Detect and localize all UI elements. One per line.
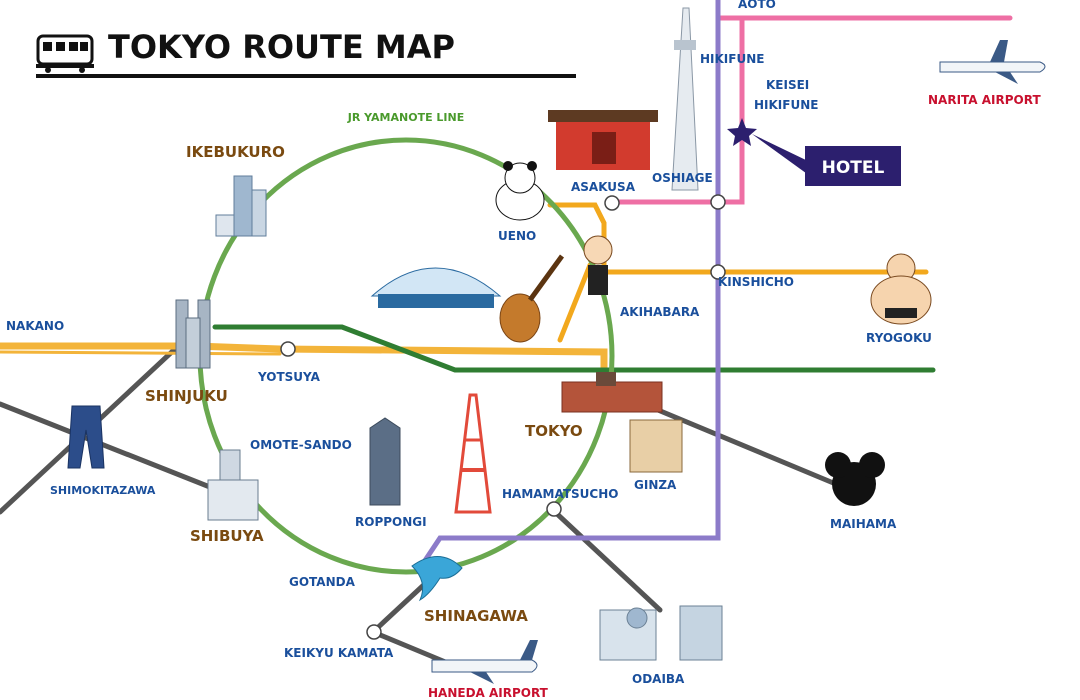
- building-icon: [599, 605, 723, 661]
- temple-gate-icon: [548, 110, 658, 170]
- page-title: TOKYO ROUTE MAP: [108, 28, 455, 66]
- building-icon: [561, 372, 663, 413]
- station-label-maihama[interactable]: MAIHAMA: [830, 517, 897, 531]
- station-label-keikyu-kamata[interactable]: KEIKYU KAMATA: [284, 646, 394, 660]
- stadium-icon: [370, 267, 502, 308]
- station-label-hikifune[interactable]: HIKIFUNE: [700, 52, 764, 66]
- guitar-icon: [499, 254, 565, 343]
- station-label-omote-sando[interactable]: OMOTE-SANDO: [250, 438, 352, 452]
- station-label-oshiage[interactable]: OSHIAGE: [652, 171, 713, 185]
- station-label-nakano[interactable]: NAKANO: [6, 319, 64, 333]
- station-label-ueno[interactable]: UENO: [498, 229, 536, 243]
- asakusa-line: [609, 15, 745, 205]
- hotel-pointer: [752, 134, 810, 176]
- airplane-icon: [431, 640, 538, 684]
- building-icon: [369, 417, 401, 506]
- station-label-keisei-hikifune[interactable]: HIKIFUNE: [754, 98, 818, 112]
- station-label-haneda-airport[interactable]: HANEDA AIRPORT: [428, 686, 549, 700]
- station-label-shinagawa[interactable]: SHINAGAWA: [424, 607, 528, 625]
- hotel-marker[interactable]: HOTEL: [727, 118, 901, 186]
- station-label-asakusa[interactable]: ASAKUSA: [571, 180, 636, 194]
- building-icon: [629, 419, 683, 473]
- jeans-icon: [67, 405, 105, 469]
- station-label-shinjuku[interactable]: SHINJUKU: [145, 387, 228, 405]
- station-label-ginza[interactable]: GINZA: [634, 478, 677, 492]
- station-label-tokyo[interactable]: TOKYO: [525, 422, 583, 440]
- station-label-aoto[interactable]: AOTO: [738, 0, 776, 11]
- sumo-icon: [870, 253, 932, 325]
- station-label-keisei[interactable]: KEISEI: [766, 78, 809, 92]
- station-label-odaiba[interactable]: ODAIBA: [632, 672, 685, 686]
- station-label-ikebukuro[interactable]: IKEBUKURO: [186, 143, 285, 161]
- airplane-icon: [939, 40, 1046, 84]
- hotel-label: HOTEL: [822, 158, 885, 178]
- station-label-roppongi[interactable]: ROPPONGI: [355, 515, 427, 529]
- chuo-line-2: [0, 350, 282, 356]
- star-icon: [727, 118, 757, 146]
- station-label-gotanda[interactable]: GOTANDA: [289, 575, 356, 589]
- title-underline: [36, 74, 576, 78]
- station-label-yotsuya[interactable]: YOTSUYA: [257, 370, 321, 384]
- train-icon: [36, 34, 94, 73]
- skytree-icon: [671, 7, 699, 191]
- mouse-ears-icon: [825, 452, 885, 506]
- panda-icon: [495, 161, 545, 221]
- transfer-points: [280, 194, 726, 640]
- hotel-badge: [805, 146, 901, 186]
- station-label-ryogoku[interactable]: RYOGOKU: [866, 331, 932, 345]
- building-icon: [207, 449, 259, 521]
- marunouchi-line: [212, 324, 936, 373]
- building-icon: [175, 299, 211, 369]
- odakyu-line: [0, 401, 233, 498]
- station-label-shibuya[interactable]: SHIBUYA: [190, 527, 264, 545]
- station-label-hamamatsucho[interactable]: HAMAMATSUCHO: [502, 487, 618, 501]
- station-label-shimokitazawa[interactable]: SHIMOKITAZAWA: [50, 484, 156, 497]
- station-label-narita-airport[interactable]: NARITA AIRPORT: [928, 93, 1041, 107]
- station-label-kinshicho[interactable]: KINSHICHO: [718, 275, 794, 289]
- tokyo-tower-icon: [454, 393, 492, 514]
- building-icon: [215, 175, 267, 237]
- yurikamome-line: [552, 509, 663, 613]
- station-label-akihabara[interactable]: AKIHABARA: [620, 305, 700, 319]
- hanzomon-line: [417, 0, 721, 571]
- chuo-line: [0, 342, 608, 376]
- station-labels: JR YAMANOTE LINE AOTO HIKIFUNE KEISEI HI…: [6, 0, 1041, 700]
- title-block: TOKYO ROUTE MAP: [36, 28, 576, 78]
- dolphin-icon: [411, 556, 463, 602]
- line-label-yamanote: JR YAMANOTE LINE: [347, 111, 465, 124]
- akihabara-branch: [557, 262, 593, 343]
- maid-icon: [583, 235, 613, 295]
